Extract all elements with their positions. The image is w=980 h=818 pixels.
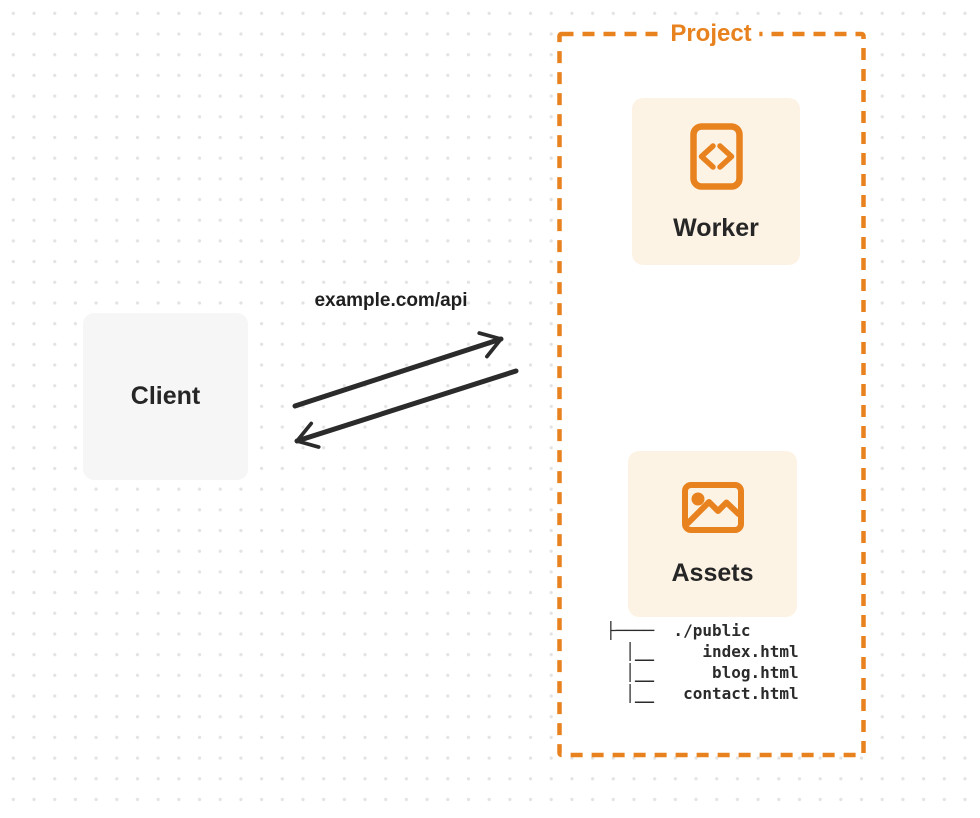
client-node: Client — [83, 313, 248, 480]
assets-label: Assets — [671, 559, 754, 587]
tree-line: │__ index.html — [606, 642, 799, 661]
code-document-icon — [689, 122, 743, 190]
worker-node: Worker — [632, 98, 800, 265]
assets-file-tree: ├──── ./public │__ index.html │__ blog.h… — [606, 620, 799, 704]
image-icon — [681, 482, 744, 533]
tree-line: │__ contact.html — [606, 684, 799, 703]
assets-node: Assets — [628, 451, 797, 617]
client-label: Client — [130, 382, 201, 410]
request-url-label: example.com/api — [314, 290, 468, 311]
worker-label: Worker — [673, 213, 759, 242]
project-group-label: Project — [662, 20, 760, 48]
tree-line: │__ blog.html — [606, 663, 799, 682]
response-arrow — [294, 368, 519, 449]
tree-line: ├──── ./public — [606, 621, 751, 640]
request-arrow — [292, 331, 504, 409]
